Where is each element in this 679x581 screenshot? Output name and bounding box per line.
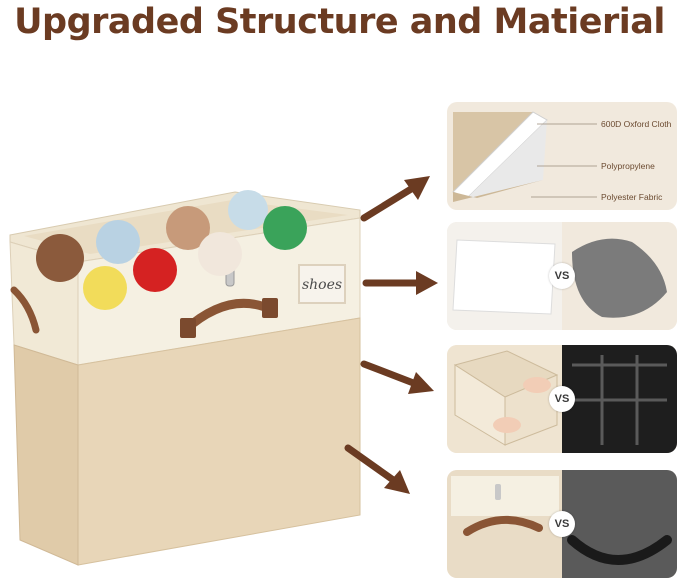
arrow-3 [360, 360, 434, 394]
front-handle-left-rivet [180, 318, 196, 338]
divider-comparison-panel: VS [447, 345, 677, 453]
vs-badge-1: VS [549, 263, 575, 289]
gray-fabric-illustration [562, 222, 677, 330]
material-layers-panel: 600D Oxford Cloth Polypropylene Polyeste… [447, 102, 677, 210]
layer-label-oxford: 600D Oxford Cloth [601, 119, 672, 129]
board-comparison-panel: VS [447, 222, 677, 330]
handle-comparison-panel: VS [447, 470, 677, 578]
layer-label-polyester: Polyester Fabric [601, 192, 663, 202]
white-board-illustration [447, 222, 562, 330]
arrow-1 [360, 176, 430, 222]
front-handle-right-rivet [262, 298, 278, 318]
arrow-2 [362, 271, 438, 295]
leather-handle-illustration [447, 470, 562, 578]
page-title: Upgraded Structure and Matierial [14, 2, 665, 42]
vs-badge-2: VS [549, 386, 575, 412]
black-dividers-illustration [562, 345, 677, 453]
black-handle-illustration [562, 470, 677, 578]
layer-label-polypropylene: Polypropylene [601, 161, 655, 171]
fabric-layers-illustration [452, 111, 597, 202]
arrow-4 [344, 444, 410, 494]
vs-badge-3: VS [549, 511, 575, 537]
cream-dividers-illustration [447, 345, 562, 453]
shoes-label-tag: shoes [298, 264, 346, 304]
storage-box-illustration [9, 190, 361, 566]
